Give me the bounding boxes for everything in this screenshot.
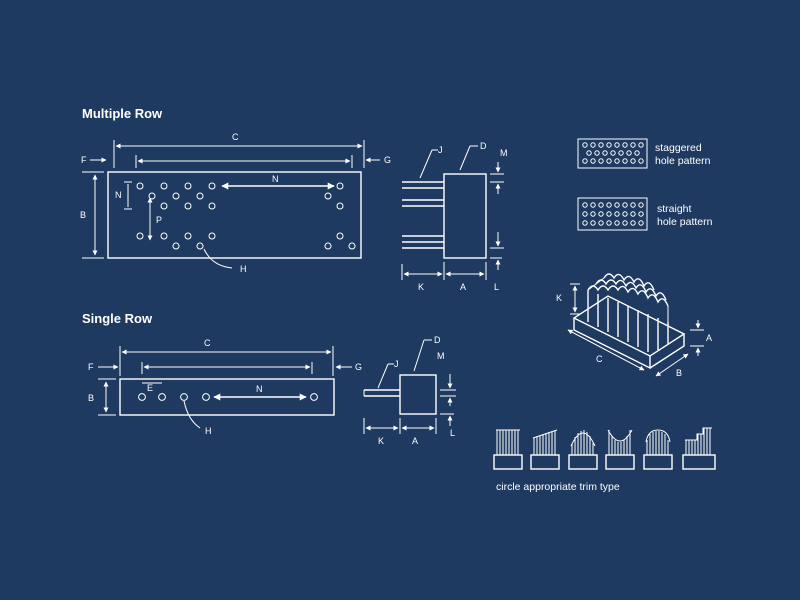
label-n-single: N bbox=[256, 384, 263, 394]
straight-pattern-swatch bbox=[577, 197, 648, 231]
block-label-b: B bbox=[676, 368, 682, 378]
staggered-hole-pattern: staggered hole pattern bbox=[577, 138, 711, 169]
multiple-row-holes bbox=[136, 182, 356, 250]
multiple-row-section: Multiple Row C F G bbox=[80, 106, 508, 292]
straight-label-line2: hole pattern bbox=[657, 216, 713, 228]
label-m-single: M bbox=[437, 351, 445, 361]
staggered-label-line1: staggered bbox=[655, 142, 702, 154]
label-a-multiple: A bbox=[460, 282, 466, 292]
dimension-n-vertical: N bbox=[115, 181, 132, 210]
isometric-brush-block: K A C B bbox=[556, 273, 712, 378]
label-b-single: B bbox=[88, 393, 94, 403]
label-g-multiple: G bbox=[384, 155, 391, 165]
trim-type-step bbox=[682, 427, 716, 470]
dimension-p: P bbox=[147, 197, 162, 241]
single-row-plate bbox=[119, 378, 335, 416]
block-label-c: C bbox=[596, 354, 603, 364]
trim-type-concave bbox=[605, 429, 635, 470]
label-c-multiple: C bbox=[232, 132, 239, 142]
side-view-block-single bbox=[399, 374, 437, 415]
trim-type-convex bbox=[568, 430, 598, 470]
label-j-single: J bbox=[394, 359, 399, 369]
dimension-c-multiple: C bbox=[113, 132, 365, 168]
block-bristle-tufts bbox=[587, 273, 669, 352]
trim-type-flat bbox=[493, 429, 523, 470]
label-m-multiple: M bbox=[500, 148, 508, 158]
label-f-multiple: F bbox=[81, 155, 87, 165]
label-p: P bbox=[156, 215, 162, 225]
side-view-bristles-multiple bbox=[402, 181, 444, 249]
leader-h-multiple: H bbox=[203, 248, 247, 274]
label-l-multiple: L bbox=[494, 282, 499, 292]
label-g-single: G bbox=[355, 362, 362, 372]
label-j-multiple: J bbox=[438, 145, 443, 155]
straight-pattern-holes bbox=[582, 202, 644, 226]
single-row-holes bbox=[138, 393, 318, 401]
trim-type-dome bbox=[643, 429, 673, 470]
label-d-single: D bbox=[434, 335, 441, 345]
side-view-block-multiple bbox=[443, 173, 487, 259]
label-a-single: A bbox=[412, 436, 418, 446]
label-h-single: H bbox=[205, 426, 212, 436]
dimension-b-multiple: B bbox=[80, 171, 104, 259]
trim-types: circle appropriate trim type bbox=[493, 427, 716, 493]
block-side-face bbox=[649, 334, 685, 369]
staggered-pattern-swatch bbox=[577, 138, 648, 169]
dimension-n-horizontal: N bbox=[221, 174, 335, 190]
label-n-vertical: N bbox=[115, 190, 122, 200]
label-b-multiple: B bbox=[80, 210, 86, 220]
label-l-single: L bbox=[450, 428, 455, 438]
multiple-row-side-view: J D M K A L bbox=[401, 141, 508, 292]
label-n-horizontal: N bbox=[272, 174, 279, 184]
single-row-section: Single Row C F G B E bbox=[82, 311, 456, 446]
dimension-g-multiple: G bbox=[365, 155, 391, 165]
trim-type-bevel bbox=[530, 429, 560, 470]
trim-caption: circle appropriate trim type bbox=[496, 481, 620, 493]
label-f-single: F bbox=[88, 362, 94, 372]
multiple-row-plate bbox=[107, 171, 362, 259]
single-row-side-view: J D M K A L bbox=[363, 335, 456, 446]
label-k-single: K bbox=[378, 436, 384, 446]
multiple-row-title: Multiple Row bbox=[82, 106, 163, 121]
label-e-single: E bbox=[147, 383, 153, 393]
label-k-multiple: K bbox=[418, 282, 424, 292]
dimension-f-multiple: F bbox=[81, 155, 107, 165]
straight-label-line1: straight bbox=[657, 203, 692, 215]
block-label-a: A bbox=[706, 333, 712, 343]
block-label-k: K bbox=[556, 293, 562, 303]
hole-span-multiple bbox=[135, 155, 353, 168]
label-d-multiple: D bbox=[480, 141, 487, 151]
label-h-multiple: H bbox=[240, 264, 247, 274]
single-row-title: Single Row bbox=[82, 311, 153, 326]
label-c-single: C bbox=[204, 338, 211, 348]
straight-hole-pattern: straight hole pattern bbox=[577, 197, 713, 231]
staggered-pattern-holes bbox=[582, 142, 644, 164]
staggered-label-line2: hole pattern bbox=[655, 155, 711, 167]
